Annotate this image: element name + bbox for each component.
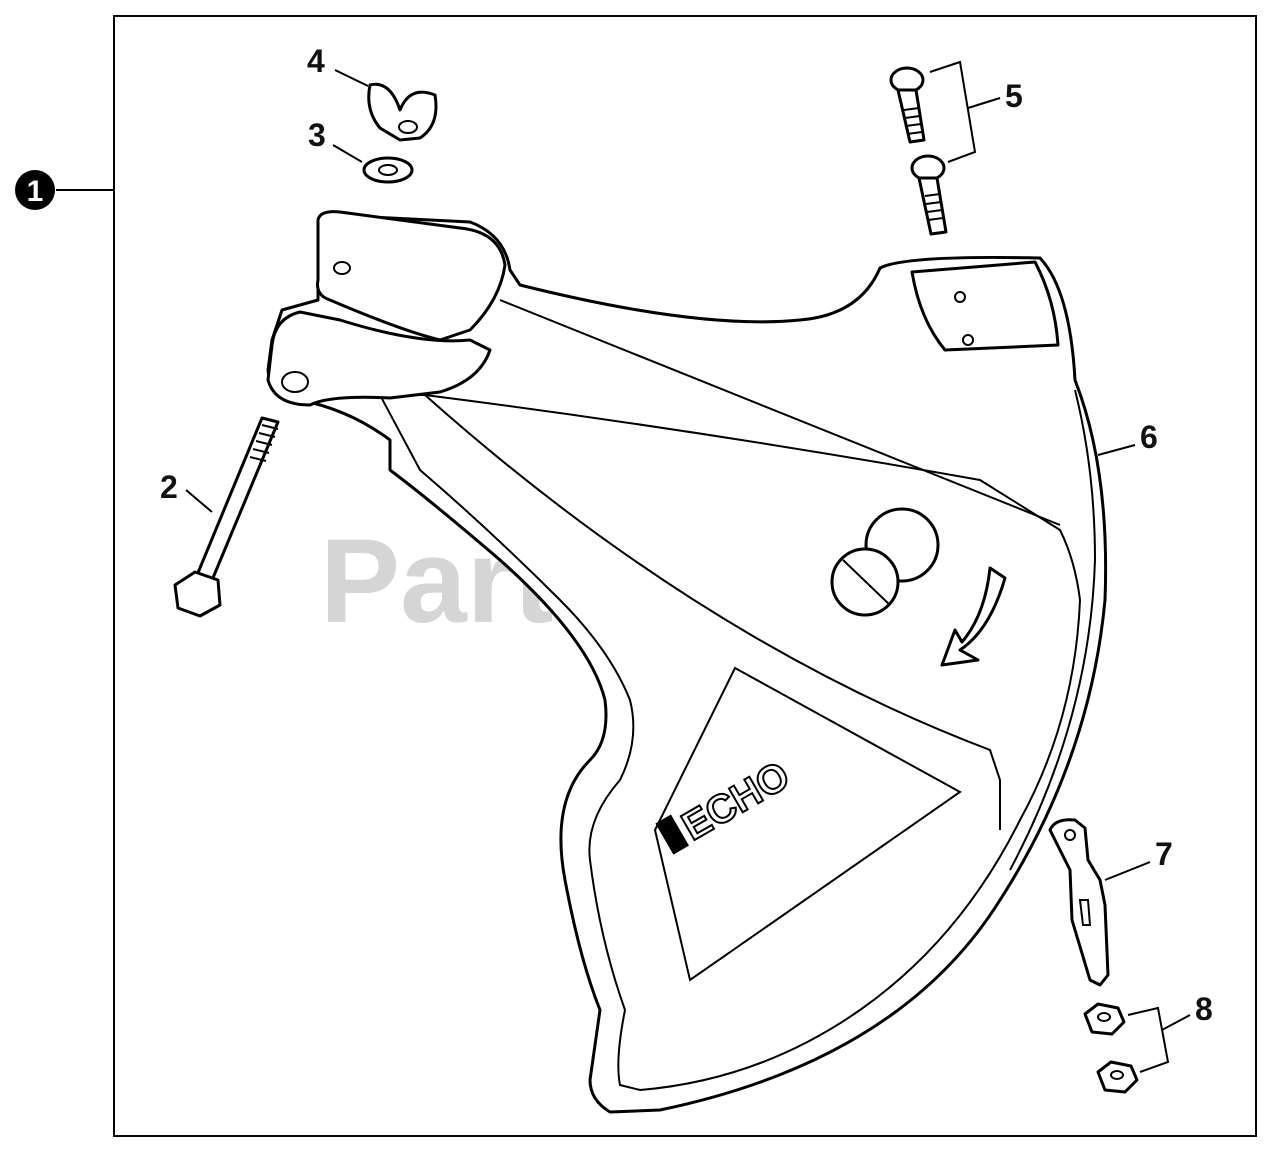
diagram-frame bbox=[113, 15, 1257, 1137]
callout-5-bracket bbox=[929, 60, 977, 163]
callout-8-label: 8 bbox=[1195, 991, 1213, 1027]
nut-2-shape bbox=[1096, 1060, 1139, 1094]
wing-nut-shape bbox=[367, 82, 438, 142]
bracket[interactable] bbox=[1048, 818, 1110, 987]
logo-panel bbox=[653, 666, 962, 982]
grass-guard[interactable]: ECHO bbox=[266, 210, 1108, 1114]
screw-1[interactable] bbox=[889, 66, 926, 144]
echo-logo-bar bbox=[655, 814, 689, 855]
callout-4-label: 4 bbox=[307, 43, 325, 79]
callout-7-leader bbox=[1104, 861, 1151, 881]
callout-5-leader bbox=[967, 97, 1001, 109]
nut-2[interactable] bbox=[1096, 1060, 1139, 1094]
bolt-thread bbox=[249, 424, 279, 462]
washer[interactable] bbox=[362, 156, 414, 184]
callout-6-label: 6 bbox=[1140, 419, 1158, 455]
wing-nut-hole bbox=[398, 120, 418, 134]
screw-1-shank bbox=[896, 88, 926, 144]
guard-mount-plate bbox=[910, 260, 1060, 352]
callout-5-label: 5 bbox=[1005, 78, 1023, 114]
callout-2-label: 2 bbox=[160, 469, 178, 505]
callout-8[interactable]: 8 bbox=[1127, 991, 1213, 1073]
callout-5[interactable]: 5 bbox=[929, 60, 1023, 163]
callout-1-badge bbox=[15, 170, 55, 210]
washer-hole bbox=[378, 164, 398, 176]
callout-3[interactable]: 3 bbox=[308, 117, 363, 163]
mount-hole-2 bbox=[962, 334, 974, 346]
clamp-hole-lower bbox=[281, 371, 309, 393]
callout-7[interactable]: 7 bbox=[1104, 836, 1173, 881]
callout-8-leader bbox=[1161, 1014, 1191, 1031]
guard-clamp-upper bbox=[316, 210, 507, 342]
bolt-head bbox=[173, 570, 222, 618]
screw-2-head bbox=[910, 154, 946, 182]
wing-nut[interactable] bbox=[367, 82, 438, 142]
washer-outer bbox=[362, 156, 414, 184]
nut-1[interactable] bbox=[1083, 1002, 1126, 1036]
callout-2-leader bbox=[185, 489, 213, 513]
callout-2[interactable]: 2 bbox=[160, 469, 213, 513]
callout-8-bracket bbox=[1127, 1006, 1170, 1073]
clamp-hole-upper bbox=[333, 261, 351, 275]
rotation-arrow-icon bbox=[940, 566, 1007, 667]
callout-7-label: 7 bbox=[1155, 836, 1173, 872]
screw-1-thread bbox=[903, 107, 923, 135]
callout-1-label: 1 bbox=[27, 175, 44, 208]
guard-clamp-lower bbox=[266, 310, 492, 407]
guard-top-line bbox=[499, 299, 1061, 526]
screw-1-head bbox=[889, 66, 925, 94]
callout-3-leader bbox=[332, 144, 363, 163]
nut-1-hole bbox=[1097, 1012, 1111, 1022]
callout-6-leader bbox=[1097, 444, 1136, 456]
bolt[interactable] bbox=[173, 416, 280, 618]
guard-edge-line bbox=[1009, 389, 1097, 871]
callout-4-leader bbox=[334, 69, 369, 87]
screw-2-shank bbox=[917, 176, 948, 236]
callout-3-label: 3 bbox=[308, 117, 326, 153]
bracket-slot bbox=[1078, 899, 1092, 926]
nut-2-hole bbox=[1110, 1070, 1124, 1080]
callout-4[interactable]: 4 bbox=[307, 43, 369, 87]
guard-rib bbox=[424, 394, 1001, 830]
nut-1-shape bbox=[1083, 1002, 1126, 1036]
guard-inner-contour bbox=[378, 394, 1082, 1092]
screw-2-thread bbox=[924, 193, 944, 221]
screw-2[interactable] bbox=[910, 154, 948, 236]
mount-hole-1 bbox=[954, 291, 966, 303]
callout-1[interactable]: 1 bbox=[15, 170, 114, 210]
callout-6[interactable]: 6 bbox=[1097, 419, 1158, 456]
decal-no-symbol-icon bbox=[842, 559, 891, 606]
bracket-shape bbox=[1048, 818, 1110, 987]
bracket-hole bbox=[1064, 829, 1076, 841]
